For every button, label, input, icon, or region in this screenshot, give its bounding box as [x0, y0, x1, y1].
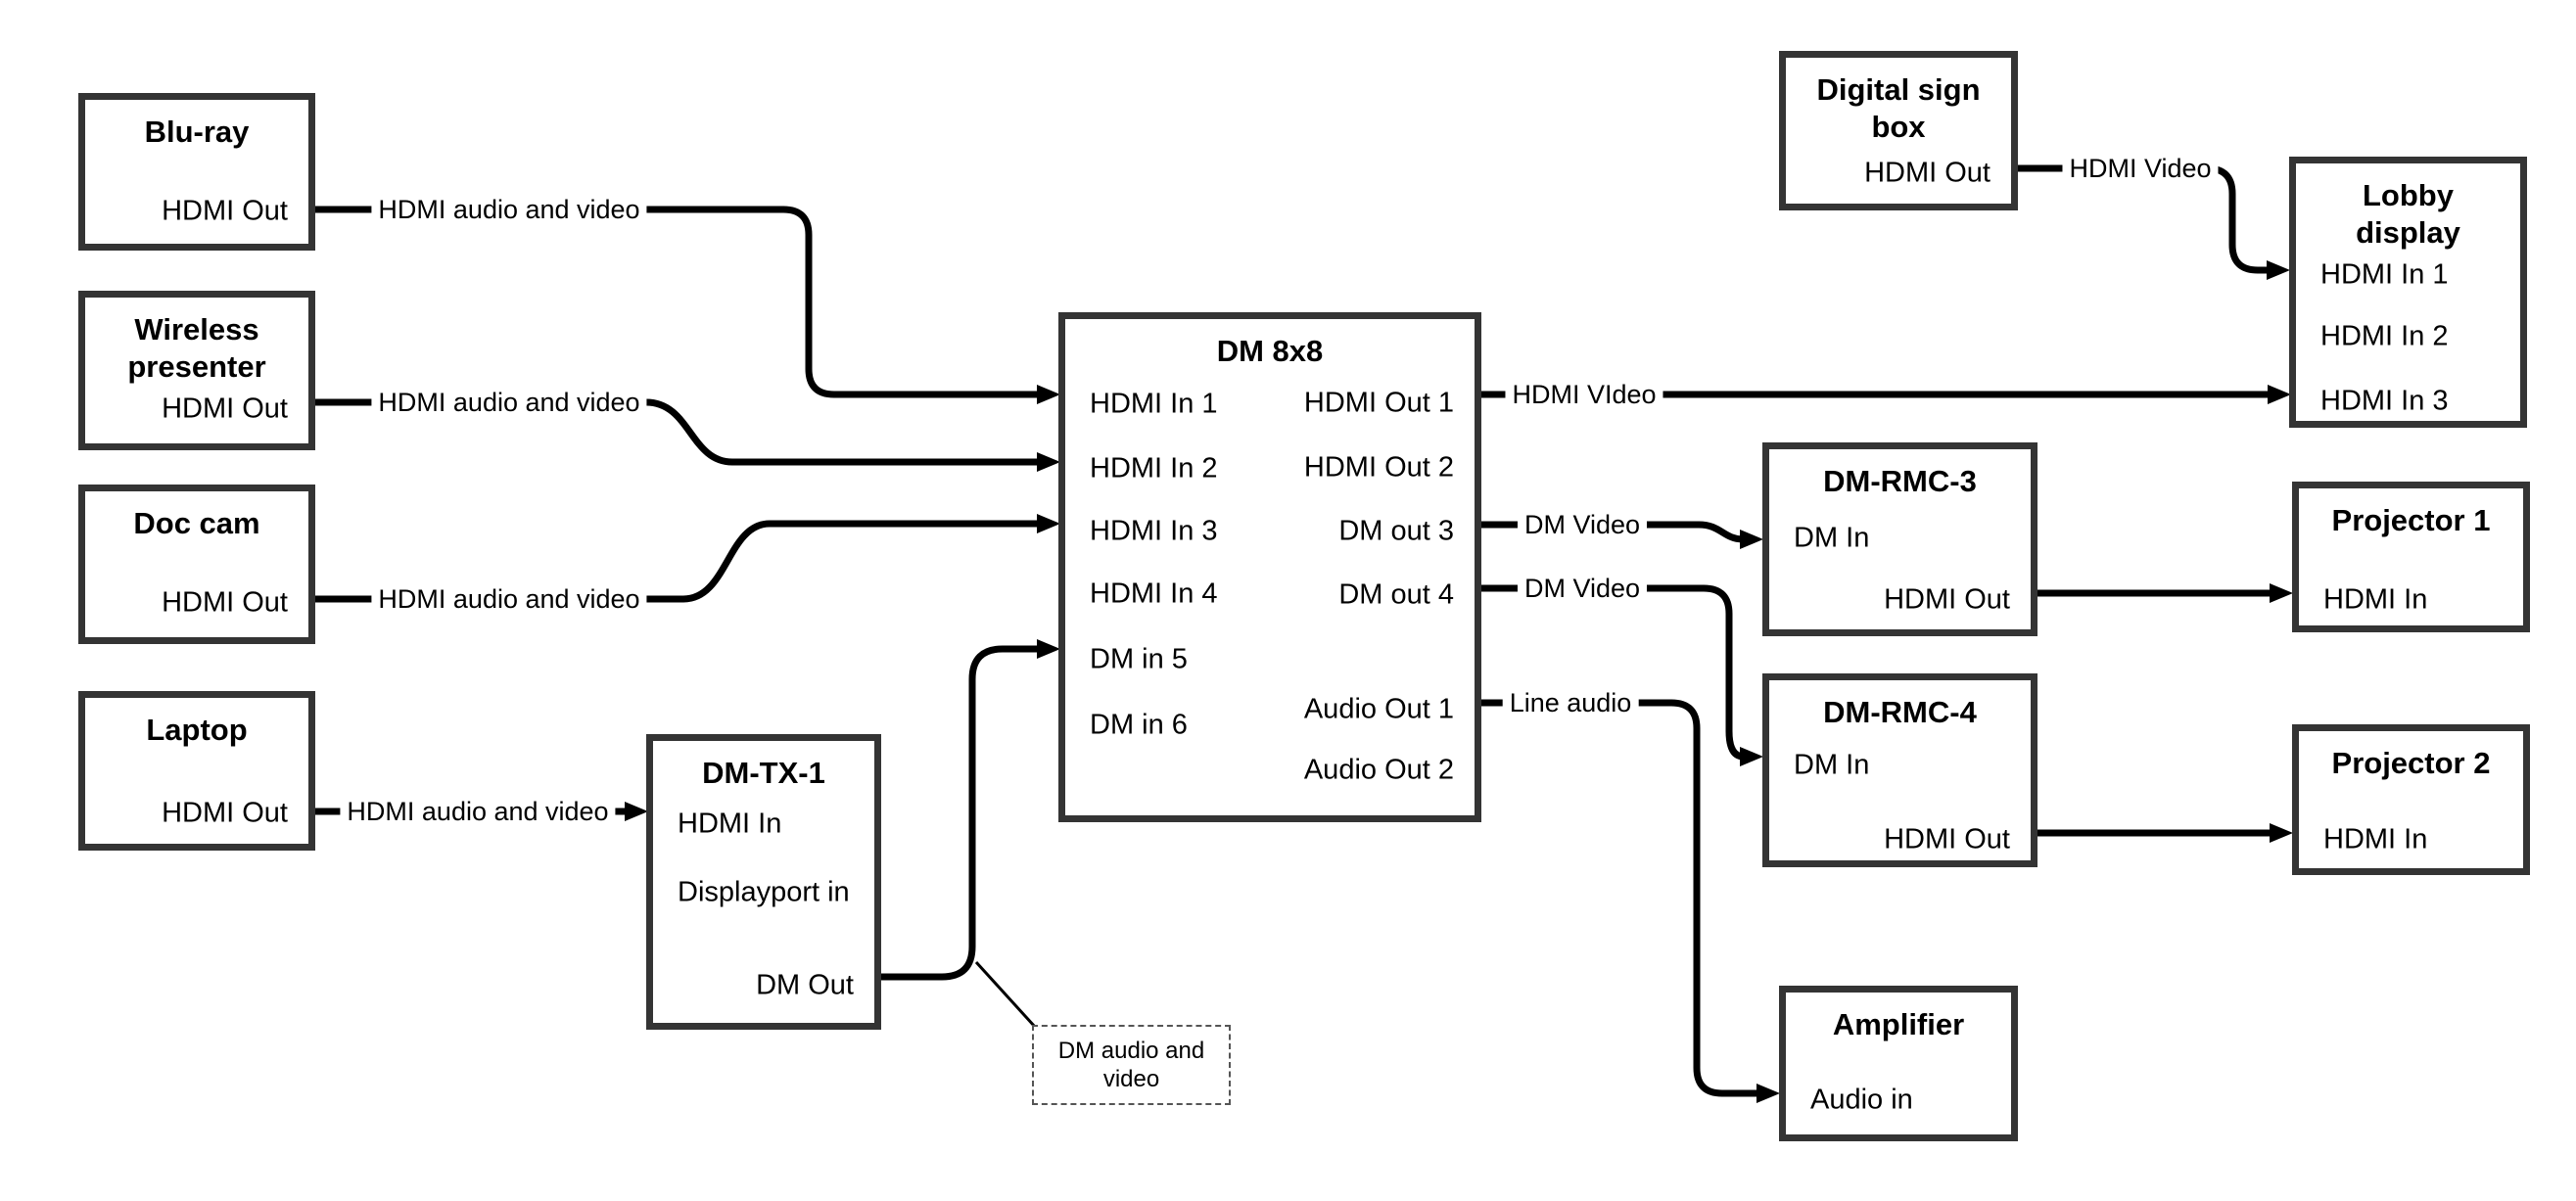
port-amp-audio-in: Audio in [1810, 1084, 1913, 1116]
port-proj2-hdmi-in: HDMI In [2323, 823, 2428, 855]
edge-label-line-audio: Line audio [1502, 687, 1639, 718]
edge-label-doccam: HDMI audio and video [371, 583, 647, 615]
arrowhead-dm8x8-in3 [1037, 514, 1060, 533]
node-doc-cam: Doc cam HDMI Out [78, 485, 315, 644]
port-dm8x8-dm-out-3: DM out 3 [1338, 515, 1454, 547]
port-digital-hdmi-out: HDMI Out [1864, 157, 1991, 189]
node-title: Doc cam [133, 506, 260, 540]
edge-label-dm-video-out3: DM Video [1517, 509, 1648, 540]
port-bluray-hdmi-out: HDMI Out [162, 195, 288, 227]
node-title: DM-TX-1 [702, 756, 825, 790]
node-title: Blu-ray [144, 115, 250, 149]
arrowhead-dm8x8-in5 [1037, 639, 1060, 659]
edge-wireless-to-dm8x8-in2 [312, 398, 1040, 466]
port-rmc4-dm-in: DM In [1794, 749, 1870, 781]
port-lobby-hdmi-in-3: HDMI In 3 [2320, 385, 2449, 417]
node-title: DM-RMC-3 [1823, 464, 1977, 498]
arrowhead-amp-audio-in [1756, 1084, 1780, 1103]
node-digital-sign-box: Digital sign box HDMI Out [1779, 51, 2018, 210]
arrowhead-rmc3-dm-in [1740, 530, 1763, 549]
port-rmc3-hdmi-out: HDMI Out [1884, 583, 2010, 616]
edge-dmtx1-to-dm8x8-in5 [881, 645, 1040, 981]
edge-label-bluray: HDMI audio and video [371, 194, 647, 225]
port-rmc4-hdmi-out: HDMI Out [1884, 823, 2010, 855]
edge-dm8x8-aout1-to-amp [1481, 699, 1759, 1097]
node-title: DM 8x8 [1216, 334, 1324, 368]
edge-label-dm-video-out4: DM Video [1517, 573, 1648, 604]
port-proj1-hdmi-in: HDMI In [2323, 583, 2428, 616]
port-dm8x8-audio-out-2: Audio Out 2 [1303, 754, 1454, 786]
port-dm8x8-dm-out-4: DM out 4 [1338, 578, 1454, 611]
node-dm-8x8: DM 8x8 HDMI In 1 HDMI In 2 HDMI In 3 HDM… [1058, 312, 1481, 822]
node-amplifier: Amplifier Audio in [1779, 986, 2018, 1141]
node-projector-1: Projector 1 HDMI In [2292, 482, 2530, 632]
port-lobby-hdmi-in-2: HDMI In 2 [2320, 320, 2449, 352]
port-dm8x8-dm-in-6: DM in 6 [1090, 709, 1188, 741]
node-bluray: Blu-ray HDMI Out [78, 93, 315, 251]
port-dm8x8-hdmi-in-1: HDMI In 1 [1090, 388, 1218, 420]
arrowhead-dm8x8-in1 [1037, 385, 1060, 404]
edge-label-wireless: HDMI audio and video [371, 387, 647, 418]
port-laptop-hdmi-out: HDMI Out [162, 797, 288, 829]
annotation-dm-audio-video: DM audio and video [1032, 1025, 1231, 1105]
node-title: Projector 2 [2331, 746, 2491, 780]
node-dm-tx-1: DM-TX-1 HDMI In Displayport in DM Out [646, 734, 881, 1030]
arrowhead-rmc4-dm-in [1740, 747, 1763, 766]
port-dm8x8-hdmi-in-4: HDMI In 4 [1090, 577, 1218, 610]
node-title: Lobby display [2356, 178, 2460, 250]
node-title: Digital sign box [1816, 72, 1981, 144]
node-projector-2: Projector 2 HDMI In [2292, 724, 2530, 875]
arrowhead-lobby-in3 [2268, 385, 2291, 404]
port-dmtx1-dm-out: DM Out [756, 969, 854, 1001]
edge-dm8x8-out4-to-rmc4 [1481, 584, 1745, 761]
port-dm8x8-hdmi-out-1: HDMI Out 1 [1303, 387, 1454, 419]
port-dm8x8-hdmi-in-2: HDMI In 2 [1090, 452, 1218, 485]
node-dm-rmc-4: DM-RMC-4 DM In HDMI Out [1762, 673, 2037, 867]
port-dm8x8-audio-out-1: Audio Out 1 [1303, 693, 1454, 725]
arrowhead-proj2-hdmi-in [2270, 823, 2293, 843]
port-rmc3-dm-in: DM In [1794, 522, 1870, 554]
port-dmtx1-hdmi-in: HDMI In [678, 808, 782, 840]
edge-doccam-to-dm8x8-in3 [312, 520, 1040, 603]
node-title: DM-RMC-4 [1823, 695, 1977, 729]
port-dm8x8-hdmi-out-2: HDMI Out 2 [1303, 451, 1454, 484]
edge-bluray-to-dm8x8-in1 [312, 206, 1040, 398]
node-title: Laptop [146, 713, 248, 747]
port-dm8x8-dm-in-5: DM in 5 [1090, 643, 1188, 675]
port-dmtx1-displayport-in: Displayport in [678, 876, 850, 908]
port-doccam-hdmi-out: HDMI Out [162, 586, 288, 619]
node-title: Projector 1 [2331, 503, 2491, 537]
edge-label-hdmi-video-out1: HDMI VIdeo [1505, 379, 1663, 410]
port-lobby-hdmi-in-1: HDMI In 1 [2320, 258, 2449, 291]
arrowhead-lobby-in1 [2267, 260, 2290, 280]
edge-label-laptop: HDMI audio and video [340, 796, 616, 827]
node-lobby-display: Lobby display HDMI In 1 HDMI In 2 HDMI I… [2289, 157, 2527, 428]
arrowhead-dmtx1-hdmi-in [625, 802, 648, 821]
node-laptop: Laptop HDMI Out [78, 691, 315, 851]
node-title: Wireless presenter [127, 312, 266, 384]
node-title: Amplifier [1832, 1007, 1965, 1041]
arrowhead-dm8x8-in2 [1037, 452, 1060, 472]
port-wireless-hdmi-out: HDMI Out [162, 393, 288, 425]
arrowhead-proj1-hdmi-in [2270, 583, 2293, 603]
edge-label-hdmi-video-digital: HDMI Video [2062, 153, 2219, 184]
leader-line-dm-av-note [974, 960, 1037, 1029]
node-wireless-presenter: Wireless presenter HDMI Out [78, 291, 315, 450]
annotation-text: DM audio and video [1057, 1038, 1205, 1092]
edge-dm8x8-out3-to-rmc3 [1481, 521, 1745, 543]
port-dm8x8-hdmi-in-3: HDMI In 3 [1090, 515, 1218, 547]
node-dm-rmc-3: DM-RMC-3 DM In HDMI Out [1762, 442, 2037, 636]
